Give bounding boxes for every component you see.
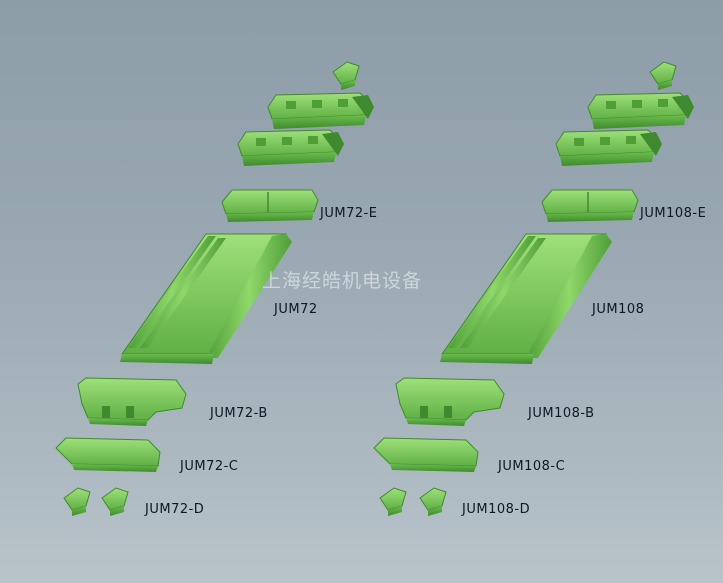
jum72-rail: [119, 233, 293, 365]
jum72-e-part: [221, 189, 319, 223]
jum72-c-bracket: [55, 437, 161, 473]
jum72-b-foot: [77, 377, 187, 427]
label-jum108-b: JUM108-B: [528, 406, 595, 421]
label-jum72-d: JUM72-D: [145, 502, 205, 517]
jum108-c-bracket: [373, 437, 479, 473]
jum108-clip-top: [649, 61, 677, 91]
jum108-rail: [439, 233, 613, 365]
label-jum108-c: JUM108-C: [498, 459, 566, 474]
jum108-e-part: [541, 189, 639, 223]
label-jum108: JUM108: [592, 302, 645, 317]
jum72-top-cover: [267, 92, 375, 130]
jum108-d-clip-2: [419, 487, 447, 517]
jum108-mid-cover: [555, 129, 663, 167]
label-jum72-e: JUM72-E: [320, 206, 378, 221]
label-jum72-b: JUM72-B: [210, 406, 268, 421]
label-jum108-e: JUM108-E: [640, 206, 707, 221]
label-jum72: JUM72: [274, 302, 318, 317]
jum72-clip-top: [332, 61, 360, 91]
jum108-d-clip-1: [379, 487, 407, 517]
label-jum108-d: JUM108-D: [462, 502, 531, 517]
jum108-b-foot: [395, 377, 505, 427]
jum72-mid-cover: [237, 129, 345, 167]
jum108-top-cover: [587, 92, 695, 130]
jum72-d-clip-1: [63, 487, 91, 517]
label-jum72-c: JUM72-C: [180, 459, 239, 474]
watermark-text: 上海经皓机电设备: [262, 270, 423, 292]
jum72-d-clip-2: [101, 487, 129, 517]
